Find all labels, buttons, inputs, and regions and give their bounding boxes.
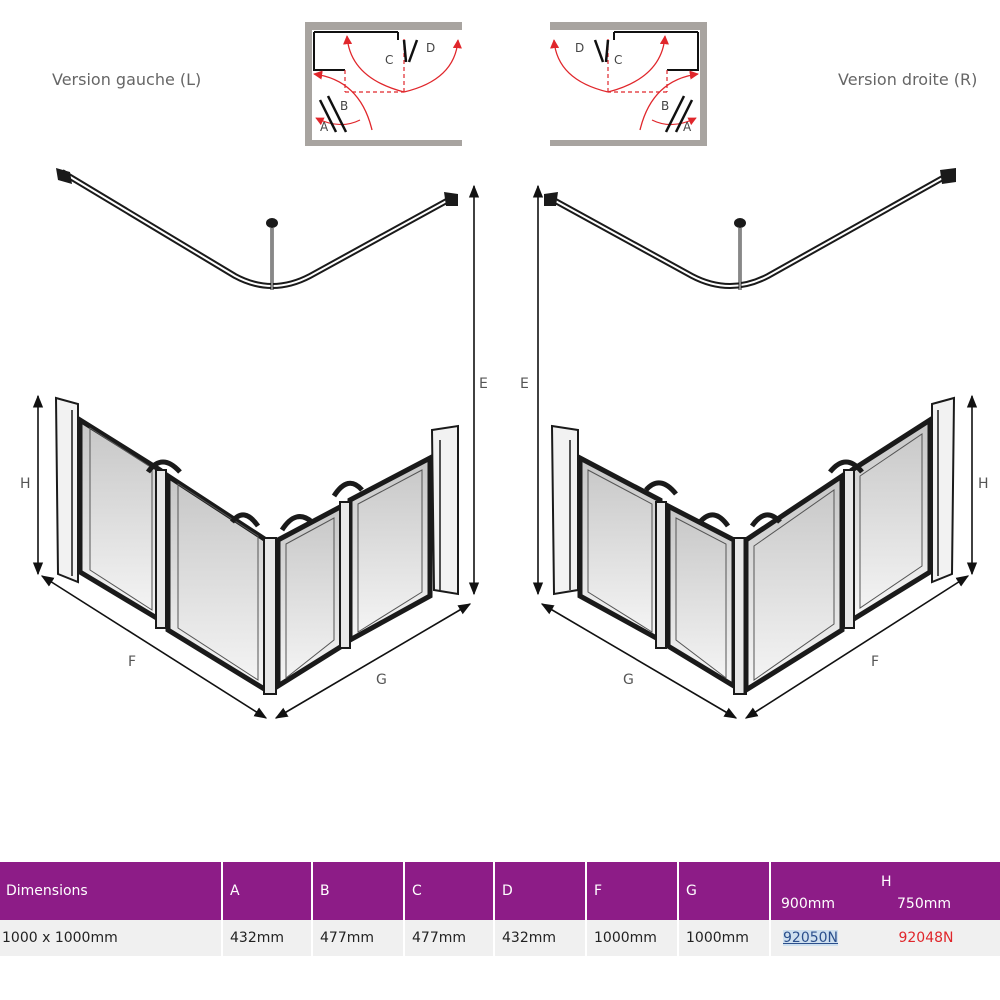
door-label-b-right: B xyxy=(661,99,669,113)
cell-f: 1000mm xyxy=(585,920,678,956)
door-label-a-right: A xyxy=(683,120,692,134)
door-label-d-left: D xyxy=(426,41,435,55)
caption-left-version: Version gauche (L) xyxy=(52,70,202,89)
cell-c: 477mm xyxy=(403,920,494,956)
cell-a: 432mm xyxy=(221,920,312,956)
header-h: H 900mm 750mm xyxy=(769,862,1000,920)
dim-label-h-left: H xyxy=(20,476,31,492)
plan-view-left: C D B A xyxy=(305,22,462,146)
enclosure-right xyxy=(550,396,956,695)
cell-d: 432mm xyxy=(493,920,586,956)
dim-label-e-left: E xyxy=(479,376,488,392)
product-code-900[interactable]: 92050N xyxy=(783,930,839,946)
header-h-letter: H xyxy=(881,874,892,890)
cell-g: 1000mm xyxy=(677,920,770,956)
cell-b: 477mm xyxy=(311,920,404,956)
cell-size: 1000 x 1000mm xyxy=(0,920,222,956)
door-label-c-right: C xyxy=(614,53,622,67)
header-f: F xyxy=(585,862,678,920)
header-b: B xyxy=(311,862,404,920)
table-row: 1000 x 1000mm 432mm 477mm 477mm 432mm 10… xyxy=(0,920,1000,956)
door-label-b-left: B xyxy=(340,99,348,113)
enclosure-left xyxy=(54,396,459,695)
dim-label-g-right: G xyxy=(623,672,634,688)
dim-label-f-right: F xyxy=(871,654,879,670)
dim-label-e-right: E xyxy=(520,376,529,392)
curtain-rail-left xyxy=(56,168,458,290)
curtain-rail-right xyxy=(544,168,956,290)
cell-h-codes: 92050N 92048N xyxy=(769,920,1000,956)
dimensions-table: Dimensions A B C D F G H 900mm 750mm 100… xyxy=(0,862,1000,956)
header-dimensions: Dimensions xyxy=(0,862,222,920)
caption-right-version: Version droite (R) xyxy=(838,70,978,89)
header-d: D xyxy=(493,862,586,920)
table-header-row: Dimensions A B C D F G H 900mm 750mm xyxy=(0,862,1000,920)
dimension-arrows: E E H H F G G F xyxy=(20,184,989,719)
door-label-c-left: C xyxy=(385,53,393,67)
dim-label-h-right: H xyxy=(978,476,989,492)
header-h-900: 900mm xyxy=(781,896,835,912)
door-label-a-left: A xyxy=(320,120,329,134)
header-c: C xyxy=(403,862,494,920)
header-g: G xyxy=(677,862,770,920)
header-h-750: 750mm xyxy=(897,896,951,912)
header-a: A xyxy=(221,862,312,920)
dim-label-f-left: F xyxy=(128,654,136,670)
plan-view-right: C D B A xyxy=(550,22,707,146)
dim-label-g-left: G xyxy=(376,672,387,688)
product-code-750[interactable]: 92048N xyxy=(898,930,954,946)
door-label-d-right: D xyxy=(575,41,584,55)
